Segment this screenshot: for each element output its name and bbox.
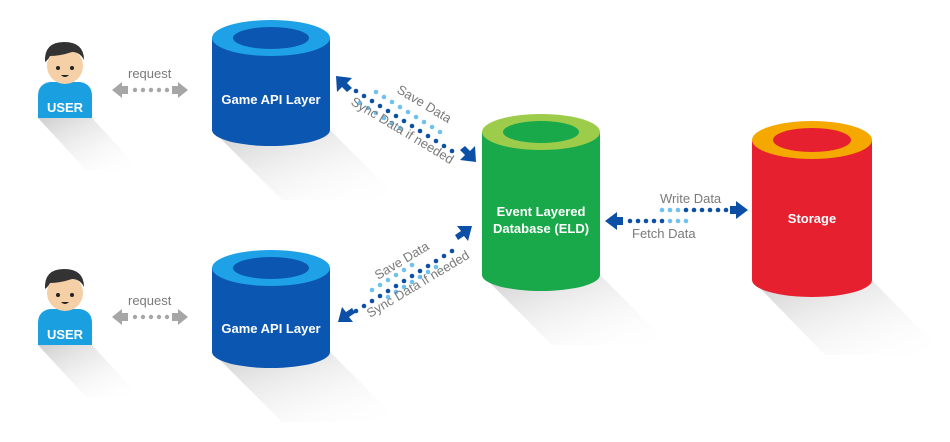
write-data-label: Write Data (660, 191, 722, 206)
arrow-down-right-head (460, 146, 476, 162)
cylinder-top-hole (233, 257, 309, 279)
api-layer-2: Game API Layer (212, 250, 400, 422)
cylinder-body (482, 132, 600, 291)
eld-database: Event Layered Database (ELD) (482, 114, 670, 345)
arrow-down-left-head (338, 307, 355, 322)
cylinder-body (752, 140, 872, 297)
cylinder-shadow (482, 275, 670, 345)
user-shadow (38, 345, 140, 397)
request-dots (132, 87, 170, 93)
user-hair (44, 42, 84, 62)
api-layer-1: Game API Layer (212, 20, 400, 200)
storage-link: Write Data Fetch Data (605, 191, 748, 241)
fetch-dots-light (667, 218, 689, 224)
request-label: request (128, 66, 172, 81)
user-eye (56, 293, 60, 297)
arrow-right-head (172, 82, 188, 98)
cylinder-body (212, 268, 330, 368)
cylinder-shadow (212, 352, 400, 422)
user-shirt (38, 309, 92, 345)
cylinder-shadow (752, 280, 945, 355)
sync-dots-dark (353, 88, 455, 154)
user-1: USER (38, 42, 140, 170)
user-eye (70, 66, 74, 70)
eld-label-line2: Database (ELD) (493, 221, 589, 236)
fetch-dots-dark (627, 218, 665, 224)
write-dots-light (659, 207, 681, 213)
user-label: USER (47, 100, 84, 115)
arrow-up-right-head (455, 226, 472, 241)
cylinder-top-hole (773, 128, 851, 152)
arrow-left-head (112, 309, 128, 325)
fetch-data-label: Fetch Data (632, 226, 696, 241)
cylinder-body (212, 38, 330, 146)
cylinder-top-hole (233, 27, 309, 49)
sync-link-1: Save Data Sync Data if needed (336, 76, 476, 167)
api-layer-label: Game API Layer (221, 321, 320, 336)
eld-label-line1: Event Layered (497, 204, 586, 219)
arrow-right-head (172, 309, 188, 325)
user-eye (70, 293, 74, 297)
user-eye (56, 66, 60, 70)
request-dots (132, 314, 170, 320)
sync-dots-dark (353, 248, 455, 314)
write-dots-dark (683, 207, 729, 213)
user-2: USER (38, 269, 140, 397)
user-hair (44, 269, 84, 289)
arrow-right-head (730, 201, 748, 219)
user-label: USER (47, 327, 84, 342)
storage-label: Storage (788, 211, 836, 226)
user-shirt (38, 82, 92, 118)
sync-link-2: Save Data Sync Data if needed (338, 226, 472, 322)
sync-dots-light (357, 89, 443, 135)
user-head (47, 48, 83, 84)
user-head (47, 275, 83, 311)
request-label: request (128, 293, 172, 308)
storage-database: Storage (752, 121, 945, 355)
cylinder-shadow (212, 130, 400, 200)
request-arrow-1: request (112, 66, 188, 98)
user-mouth (61, 302, 69, 304)
cylinder-top-hole (503, 121, 579, 143)
request-arrow-2: request (112, 293, 188, 325)
sync-dots-light (369, 262, 439, 300)
api-layer-label: Game API Layer (221, 92, 320, 107)
arrow-left-head (112, 82, 128, 98)
arrow-left-head (605, 212, 623, 230)
arrow-up-left-head (336, 76, 352, 92)
user-mouth (61, 75, 69, 77)
user-shadow (38, 118, 140, 170)
